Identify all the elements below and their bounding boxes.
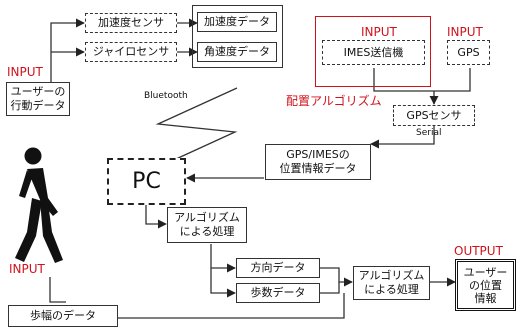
user-behavior-data-box: ユーザーの 行動データ — [6, 82, 70, 116]
algorithm-processing-box-2: アルゴリズム による処理 — [353, 266, 430, 300]
input-label-user: INPUT — [7, 65, 43, 79]
output-label: OUTPUT — [454, 244, 503, 258]
serial-label: Serial — [416, 128, 442, 138]
imes-transmitter-box: IMES送信機 — [322, 40, 425, 65]
pc-box: PC — [107, 158, 186, 205]
user-position-output-box: ユーザー の位置 情報 — [455, 259, 516, 311]
accelerometer-sensor-box: 加速度センサ — [85, 13, 177, 33]
input-label-stride: INPUT — [9, 262, 45, 276]
placement-algorithm-label: 配置アルゴリズム — [286, 94, 382, 108]
gps-sensor-box: GPSセンサ — [393, 105, 475, 126]
position-data-box: GPS/IMESの 位置情報データ — [265, 144, 371, 180]
stride-data-box: 歩幅のデータ — [8, 305, 118, 327]
sensor-data-frame — [192, 5, 283, 68]
angular-velocity-data-box: 角速度データ — [197, 42, 277, 62]
direction-data-box: 方向データ — [236, 258, 320, 278]
algorithm-processing-box-1: アルゴリズム による処理 — [167, 207, 247, 243]
input-label-gps: INPUT — [447, 25, 483, 39]
walking-person-icon — [15, 147, 63, 263]
input-label-imes: INPUT — [361, 25, 397, 39]
gyro-sensor-box: ジャイロセンサ — [85, 42, 177, 62]
gps-box: GPS — [447, 40, 490, 65]
acceleration-data-box: 加速度データ — [197, 12, 277, 32]
bluetooth-label: Bluetooth — [144, 91, 188, 101]
step-count-data-box: 歩数データ — [236, 283, 320, 303]
placement-algorithm-frame — [315, 16, 431, 87]
